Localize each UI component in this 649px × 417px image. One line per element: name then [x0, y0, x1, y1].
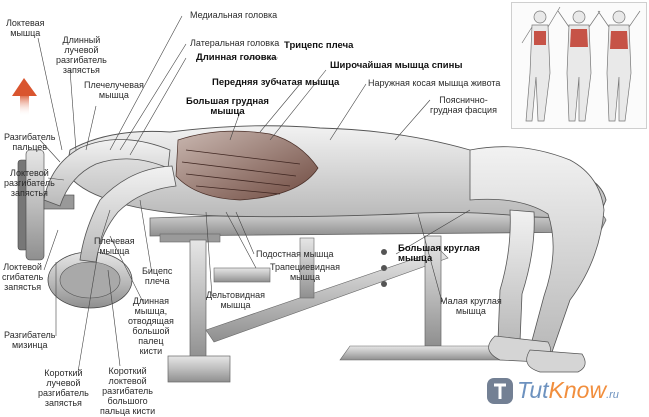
- label-ecrl: Длинный лучевой разгибатель запястья: [56, 35, 107, 75]
- bench: [149, 204, 607, 383]
- label-teres-major: Большая круглая мышца: [398, 243, 480, 264]
- label-teres-minor: Малая круглая мышца: [440, 296, 502, 316]
- label-brachialis: Плечевая мышца: [94, 236, 135, 256]
- label-deltoid: Дельтовидная мышца: [206, 290, 265, 310]
- label-medial-head: Медиальная головка: [190, 10, 278, 20]
- label-extensor-digiti-minimi: Разгибатель мизинца: [4, 330, 56, 350]
- label-external-oblique: Наружная косая мышца живота: [368, 78, 501, 88]
- label-biceps: Бицепс плеча: [142, 266, 173, 286]
- label-pectoralis-major: Большая грудная мышца: [186, 96, 269, 117]
- label-long-head: Длинная головка: [196, 52, 277, 63]
- logo-part-b: Know: [548, 377, 607, 403]
- label-lateral-head: Латеральная головка: [190, 38, 280, 48]
- logo-wordmark: TutKnow.ru: [517, 377, 619, 404]
- label-infraspinatus: Подостная мышца: [256, 249, 334, 259]
- label-trapezius: Трапециевидная мышца: [270, 262, 340, 282]
- tutknow-logo: TutKnow.ru: [483, 371, 633, 411]
- label-brachioradialis: Плечелучевая мышца: [84, 80, 144, 100]
- logo-part-a: Tut: [517, 377, 549, 403]
- logo-suffix: .ru: [606, 389, 619, 401]
- label-anconeus: Локтевая мышца: [6, 18, 45, 38]
- label-fcu: Локтевой сгибатель запястья: [2, 262, 44, 292]
- label-extensor-digitorum: Разгибатель пальцев: [4, 132, 56, 152]
- reference-figures-panel: [511, 2, 647, 129]
- label-ecrb: Короткий лучевой разгибатель запястья: [38, 368, 89, 408]
- label-epb: Короткий локтевой разгибатель большого п…: [100, 366, 156, 416]
- label-latissimus: Широчайшая мышца спины: [330, 60, 463, 71]
- athlete-body: [43, 125, 607, 373]
- leader-lines: [37, 15, 471, 373]
- direction-arrow: [12, 78, 37, 116]
- label-ecu: Локтевой разгибатель запястья: [4, 168, 55, 198]
- label-thoracolumbar-fascia: Пояснично- грудная фасция: [430, 95, 497, 115]
- label-serratus: Передняя зубчатая мышца: [212, 77, 340, 88]
- front-back-figures: [521, 6, 641, 122]
- label-apl: Длинная мышца, отводящая большой палец к…: [128, 296, 174, 356]
- logo-mark-icon: [487, 378, 513, 404]
- label-triceps: Трицепс плеча: [284, 40, 354, 51]
